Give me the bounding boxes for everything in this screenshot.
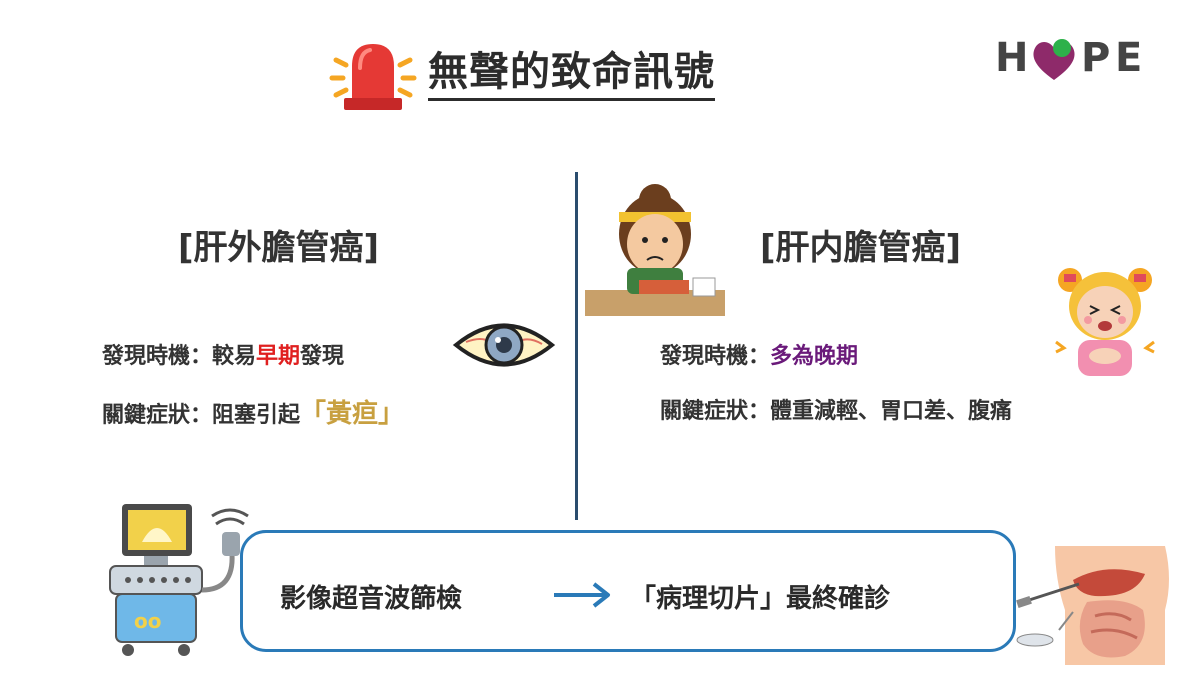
- ultrasound-machine-icon: oo: [109, 504, 249, 656]
- right-timing-row: 發現時機：多為晚期: [660, 338, 858, 370]
- diagnosis-step-screening: 影像超音波篩檢: [280, 584, 463, 614]
- logo-heart-icon: [1033, 39, 1075, 80]
- left-timing-prefix: 較易: [212, 344, 257, 369]
- left-symptom-prefix: 阻塞引起: [212, 403, 301, 428]
- yellow-eye-icon: [452, 323, 556, 367]
- diagnosis-step-biopsy: 「病理切片」最終確診: [630, 584, 891, 614]
- logo-letter-e: E: [1115, 35, 1143, 81]
- diagnosis-box: [240, 530, 1016, 652]
- left-timing-row: 發現時機：較易早期發現: [102, 338, 344, 370]
- left-column-title: [肝外膽管癌]: [178, 228, 380, 268]
- left-symptom-row: 關鍵症狀：阻塞引起「黃疸」: [102, 393, 404, 430]
- left-timing-suffix: 發現: [300, 344, 345, 369]
- left-symptom-highlight: 「黃疸」: [300, 399, 405, 429]
- right-symptom-row: 關鍵症狀：體重減輕、胃口差、腹痛: [660, 393, 1012, 425]
- column-divider: [575, 172, 578, 520]
- sad-girl-eating-icon: [585, 184, 725, 316]
- page-title: 無聲的致命訊號: [428, 50, 715, 101]
- girl-stomach-pain-icon: [1055, 268, 1155, 376]
- arrow-right-icon: [554, 582, 610, 608]
- left-symptom-label: 關鍵症狀：: [102, 403, 213, 428]
- svg-text:oo: oo: [134, 609, 161, 633]
- liver-biopsy-icon: [1016, 546, 1169, 665]
- logo-letter-h: H: [995, 35, 1029, 81]
- right-symptom-label: 關鍵症狀：: [660, 399, 771, 424]
- left-timing-highlight: 早期: [256, 344, 301, 369]
- right-column-title: [肝内膽管癌]: [760, 228, 962, 268]
- left-timing-label: 發現時機：: [102, 344, 213, 369]
- logo-letter-p: P: [1081, 35, 1111, 81]
- siren-icon: [329, 44, 417, 110]
- right-symptom-text: 體重減輕、胃口差、腹痛: [770, 399, 1013, 424]
- right-timing-label: 發現時機：: [660, 344, 771, 369]
- hope-logo: H P E: [995, 34, 1155, 86]
- right-timing-highlight: 多為晚期: [770, 344, 859, 369]
